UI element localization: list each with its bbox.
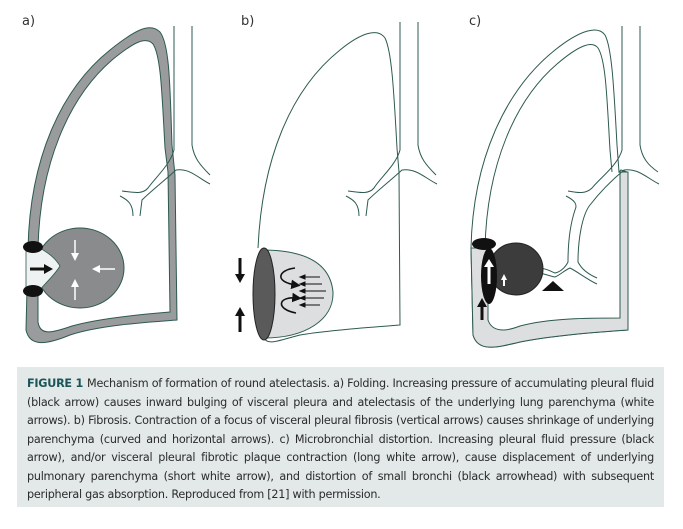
panel-a-diagram bbox=[23, 26, 211, 344]
figure-illustration bbox=[23, 22, 660, 348]
panel-b-fibrotic-plaque bbox=[252, 247, 276, 341]
panel-a-pleural-fold-top bbox=[23, 241, 43, 253]
panel-c-diagram bbox=[470, 26, 660, 348]
panel-c-black-arrow-icon bbox=[477, 298, 487, 320]
panel-b-vertical-arrows-icon bbox=[235, 258, 245, 332]
panel-label-a: a) bbox=[22, 14, 36, 29]
caption-figure-label: FIGURE 1 bbox=[27, 377, 84, 390]
panel-c-pleural-fold bbox=[472, 238, 496, 250]
panel-c-short-white-arrow-icon bbox=[501, 274, 507, 286]
panel-b-diagram bbox=[235, 22, 438, 343]
panel-c-long-white-arrow-icon bbox=[484, 259, 494, 284]
panel-c-black-arrowhead-icon bbox=[542, 281, 564, 291]
panel-a-pleural-fold-bottom bbox=[23, 285, 43, 297]
panel-label-b: b) bbox=[241, 14, 255, 29]
panel-b-horizontal-arrows-icon bbox=[298, 274, 326, 308]
panel-label-c: c) bbox=[469, 14, 482, 29]
panel-a-white-arrows-icon bbox=[71, 240, 115, 300]
caption-body: Mechanism of formation of round atelecta… bbox=[27, 377, 654, 501]
panel-a-black-arrow-icon bbox=[30, 264, 53, 274]
panel-c-atelectasis bbox=[488, 242, 544, 296]
panel-b-curved-arrows-icon bbox=[280, 267, 302, 314]
